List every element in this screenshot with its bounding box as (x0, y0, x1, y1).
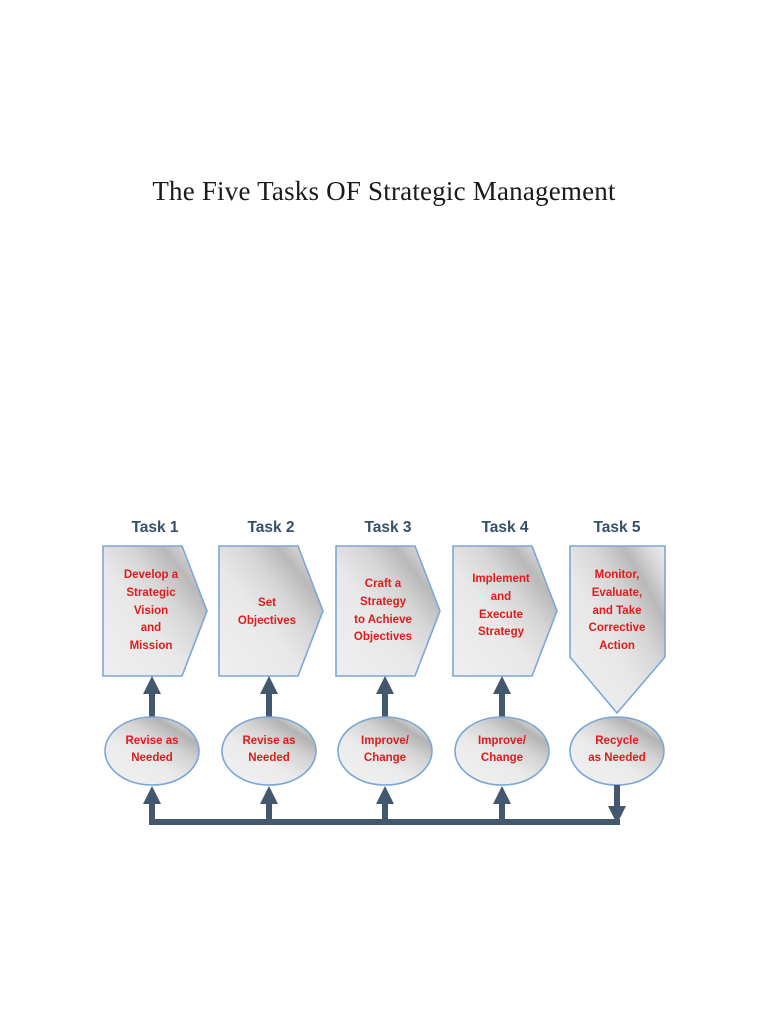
arrow-up-ellipse-to-task-1 (143, 676, 161, 718)
task-caption-4: Task 4 (481, 519, 529, 536)
task-caption-1: Task 1 (131, 519, 179, 536)
feedback-ellipse-2[interactable] (221, 716, 317, 786)
task-shape-1[interactable] (102, 545, 208, 677)
task-caption-3: Task 3 (364, 519, 412, 536)
task-shape-2[interactable] (218, 545, 324, 677)
feedback-ellipse-1[interactable] (104, 716, 200, 786)
task-shape-4[interactable] (452, 545, 558, 677)
arrow-up-ellipse-to-task-3 (376, 676, 394, 718)
task-caption-5: Task 5 (593, 519, 641, 536)
arrow-up-ellipse-to-task-4 (493, 676, 511, 718)
feedback-ellipse-4[interactable] (454, 716, 550, 786)
task-caption-2: Task 2 (247, 519, 295, 536)
feedback-ellipse-3[interactable] (337, 716, 433, 786)
feedback-ellipse-5[interactable] (569, 716, 665, 786)
task-shape-3[interactable] (335, 545, 441, 677)
task-shape-5[interactable] (569, 545, 666, 715)
recycle-loop-connector (143, 785, 626, 825)
arrow-up-ellipse-to-task-2 (260, 676, 278, 718)
page-title: The Five Tasks OF Strategic Management (152, 176, 616, 206)
